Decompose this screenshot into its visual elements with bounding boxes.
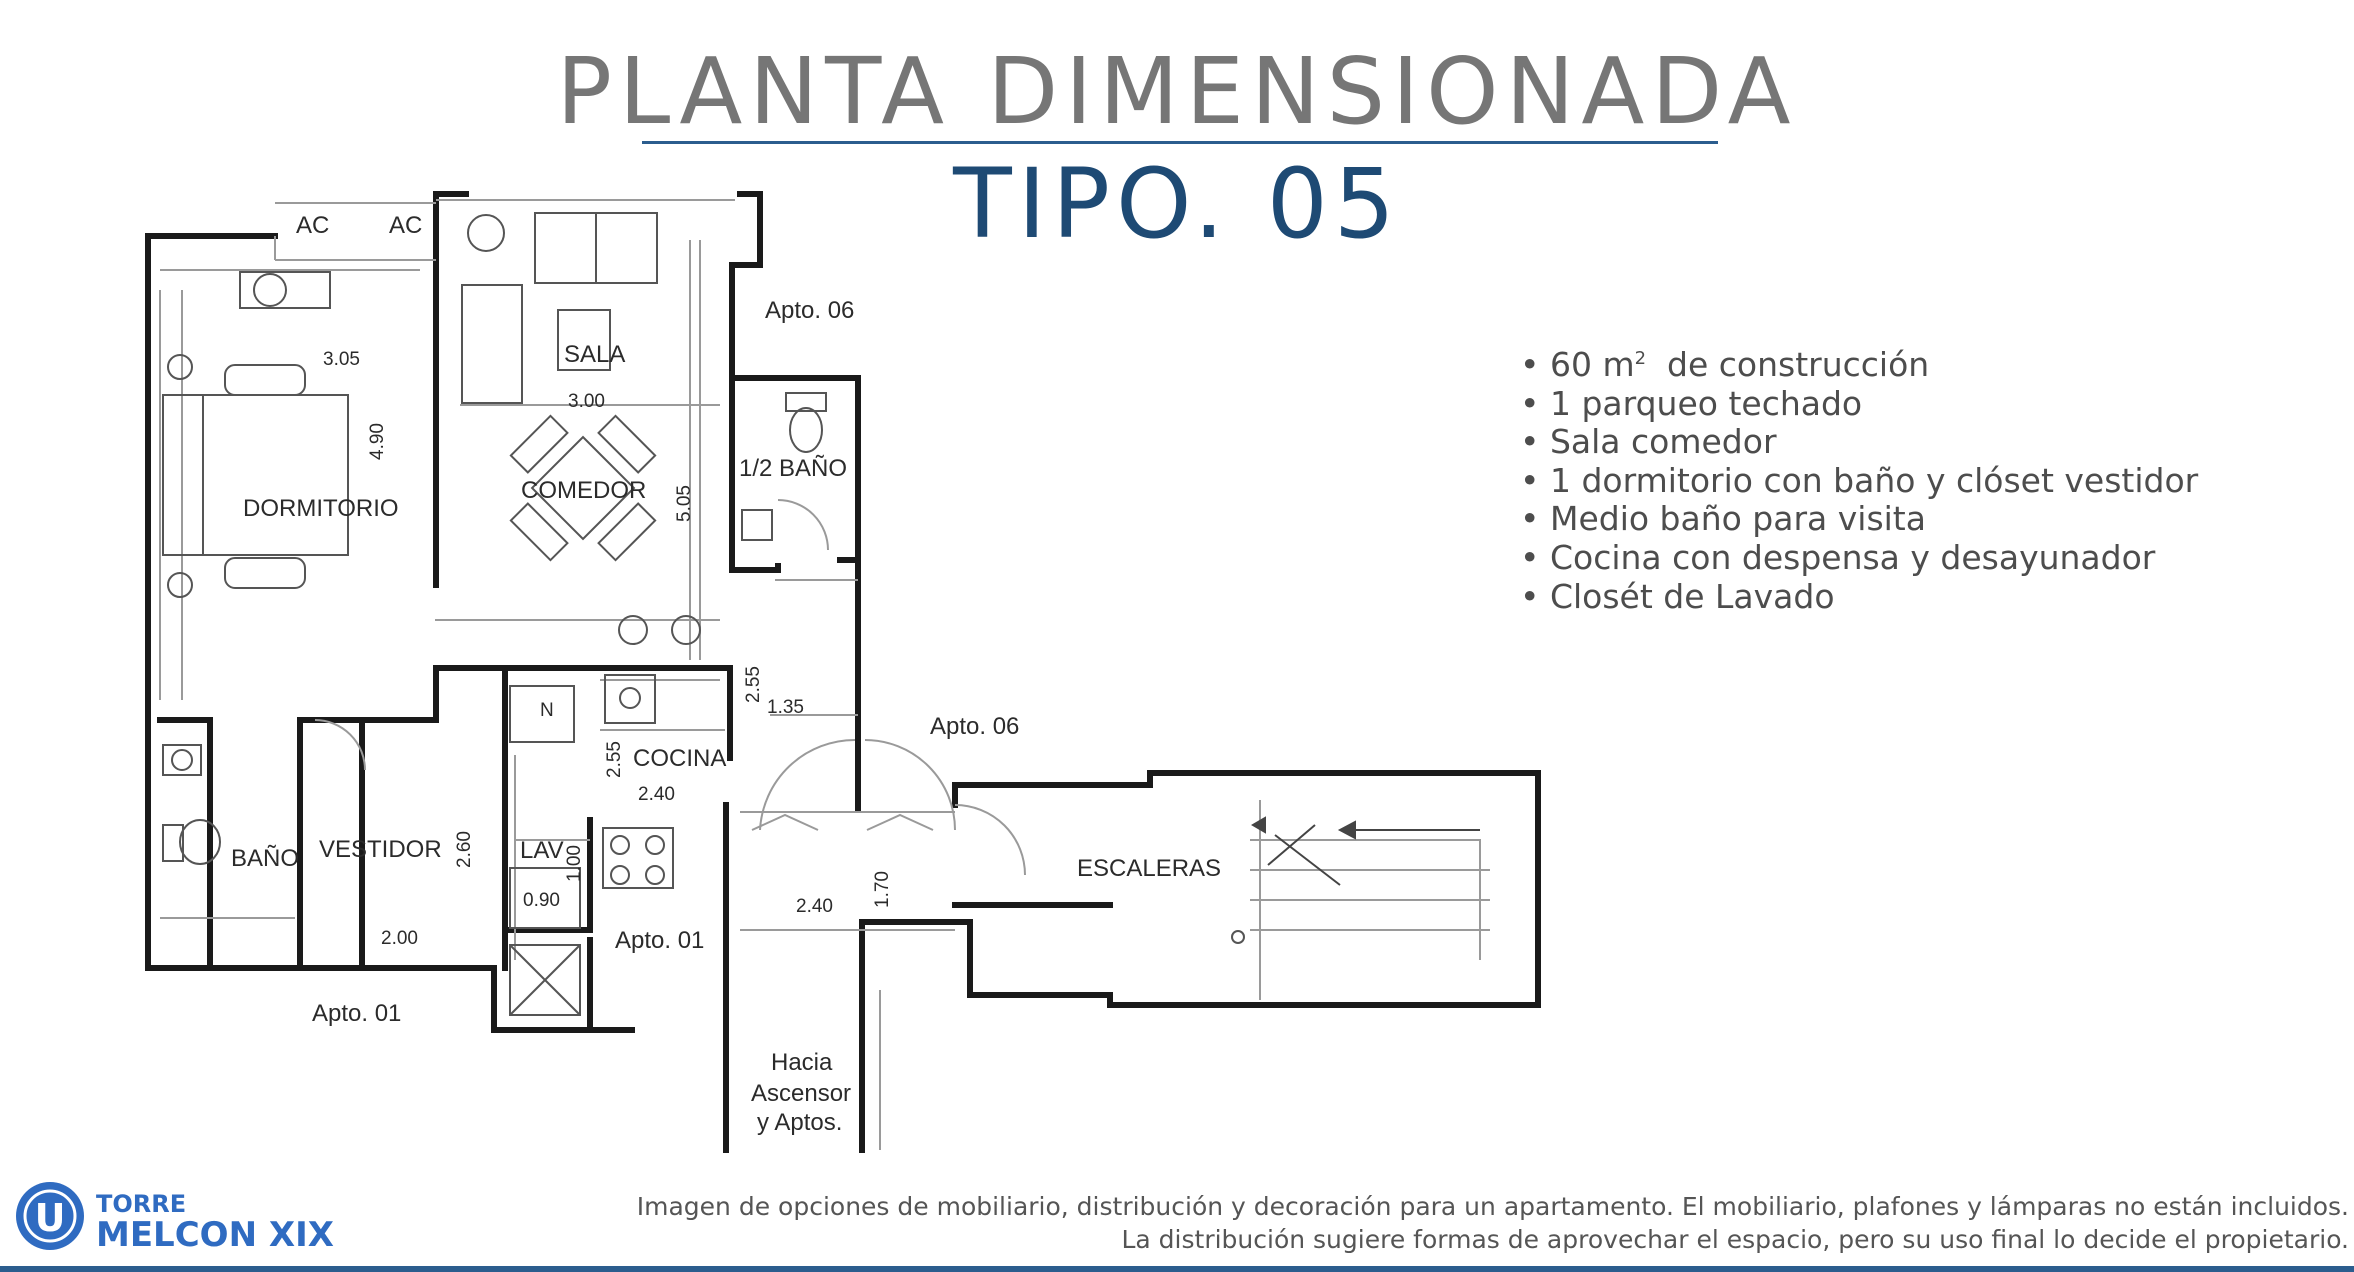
label-lav: LAV bbox=[520, 837, 564, 864]
label-vestidor: VESTIDOR bbox=[319, 836, 442, 863]
dim-2-40-b: 2.40 bbox=[796, 896, 833, 917]
dim-4-90: 4.90 bbox=[367, 423, 388, 460]
page-title: PLANTA DIMENSIONADA bbox=[556, 38, 1798, 145]
label-hacia-3: y Aptos. bbox=[757, 1109, 842, 1136]
label-bano: BAÑO bbox=[231, 845, 299, 872]
label-medio-bano: 1/2 BAÑO bbox=[739, 455, 847, 482]
disclaimer-line-1: Imagen de opciones de mobiliario, distri… bbox=[636, 1192, 2349, 1221]
dim-1-70: 1.70 bbox=[872, 871, 893, 908]
feature-item: 60 m2 de construcción bbox=[1520, 340, 2198, 385]
feature-item: Sala comedor bbox=[1520, 423, 2198, 462]
dim-2-40-a: 2.40 bbox=[638, 784, 675, 805]
dim-2-55-b: 2.55 bbox=[604, 741, 625, 778]
disclaimer: Imagen de opciones de mobiliario, distri… bbox=[637, 1190, 2349, 1256]
label-apto01-right: Apto. 01 bbox=[615, 927, 704, 954]
stair-arrows bbox=[1251, 816, 1480, 886]
label-hacia-2: Ascensor bbox=[751, 1080, 851, 1107]
dim-2-00: 2.00 bbox=[381, 928, 418, 949]
feature-item: 1 parqueo techado bbox=[1520, 384, 2198, 424]
brand-logo: U TORRE MELCON XIX bbox=[16, 1182, 334, 1255]
dim-3-05: 3.05 bbox=[323, 349, 360, 370]
label-apto06-top: Apto. 06 bbox=[765, 297, 854, 324]
logo-line-1: TORRE bbox=[96, 1190, 186, 1218]
dim-1-35: 1.35 bbox=[767, 697, 804, 718]
dim-3-00: 3.00 bbox=[568, 391, 605, 412]
dim-2-60: 2.60 bbox=[454, 831, 475, 868]
label-apto01-left: Apto. 01 bbox=[312, 1000, 401, 1027]
label-apto06-mid: Apto. 06 bbox=[930, 713, 1019, 740]
feature-list: 60 m2 de construcción 1 parqueo techado … bbox=[1520, 340, 2198, 616]
dim-2-55-a: 2.55 bbox=[743, 666, 764, 703]
plan-thin-lines bbox=[159, 199, 1490, 1150]
dim-0-90: 0.90 bbox=[523, 890, 560, 911]
plan-doors bbox=[314, 499, 1026, 876]
label-sala: SALA bbox=[564, 341, 625, 368]
label-ac-2: AC bbox=[389, 212, 422, 239]
label-cocina: COCINA bbox=[633, 745, 726, 772]
feature-item: Closét de Lavado bbox=[1520, 577, 2198, 617]
feature-item: 1 dormitorio con baño y clóset vestidor bbox=[1520, 461, 2198, 501]
page-subtitle: TIPO. 05 bbox=[953, 148, 1401, 260]
label-comedor: COMEDOR bbox=[521, 477, 646, 504]
logo-mark-letter: U bbox=[35, 1196, 66, 1240]
label-hacia-1: Hacia bbox=[771, 1049, 833, 1076]
plan-walls bbox=[145, 191, 1541, 1153]
label-ac-1: AC bbox=[296, 212, 329, 239]
label-escaleras: ESCALERAS bbox=[1077, 855, 1221, 882]
plan-furniture bbox=[162, 212, 1245, 1016]
label-dormitorio: DORMITORIO bbox=[243, 495, 399, 522]
dim-5-05: 5.05 bbox=[674, 485, 695, 522]
dim-1-00: 1.00 bbox=[564, 845, 585, 882]
feature-item: Medio baño para visita bbox=[1520, 500, 2198, 539]
footer-divider bbox=[0, 1266, 2354, 1272]
feature-item: Cocina con despensa y desayunador bbox=[1520, 538, 2198, 578]
disclaimer-line-2: La distribución sugiere formas de aprove… bbox=[1121, 1225, 2349, 1254]
fridge-mark: N bbox=[540, 700, 554, 721]
title-divider bbox=[642, 141, 1718, 144]
logo-line-2: MELCON XIX bbox=[96, 1215, 334, 1255]
